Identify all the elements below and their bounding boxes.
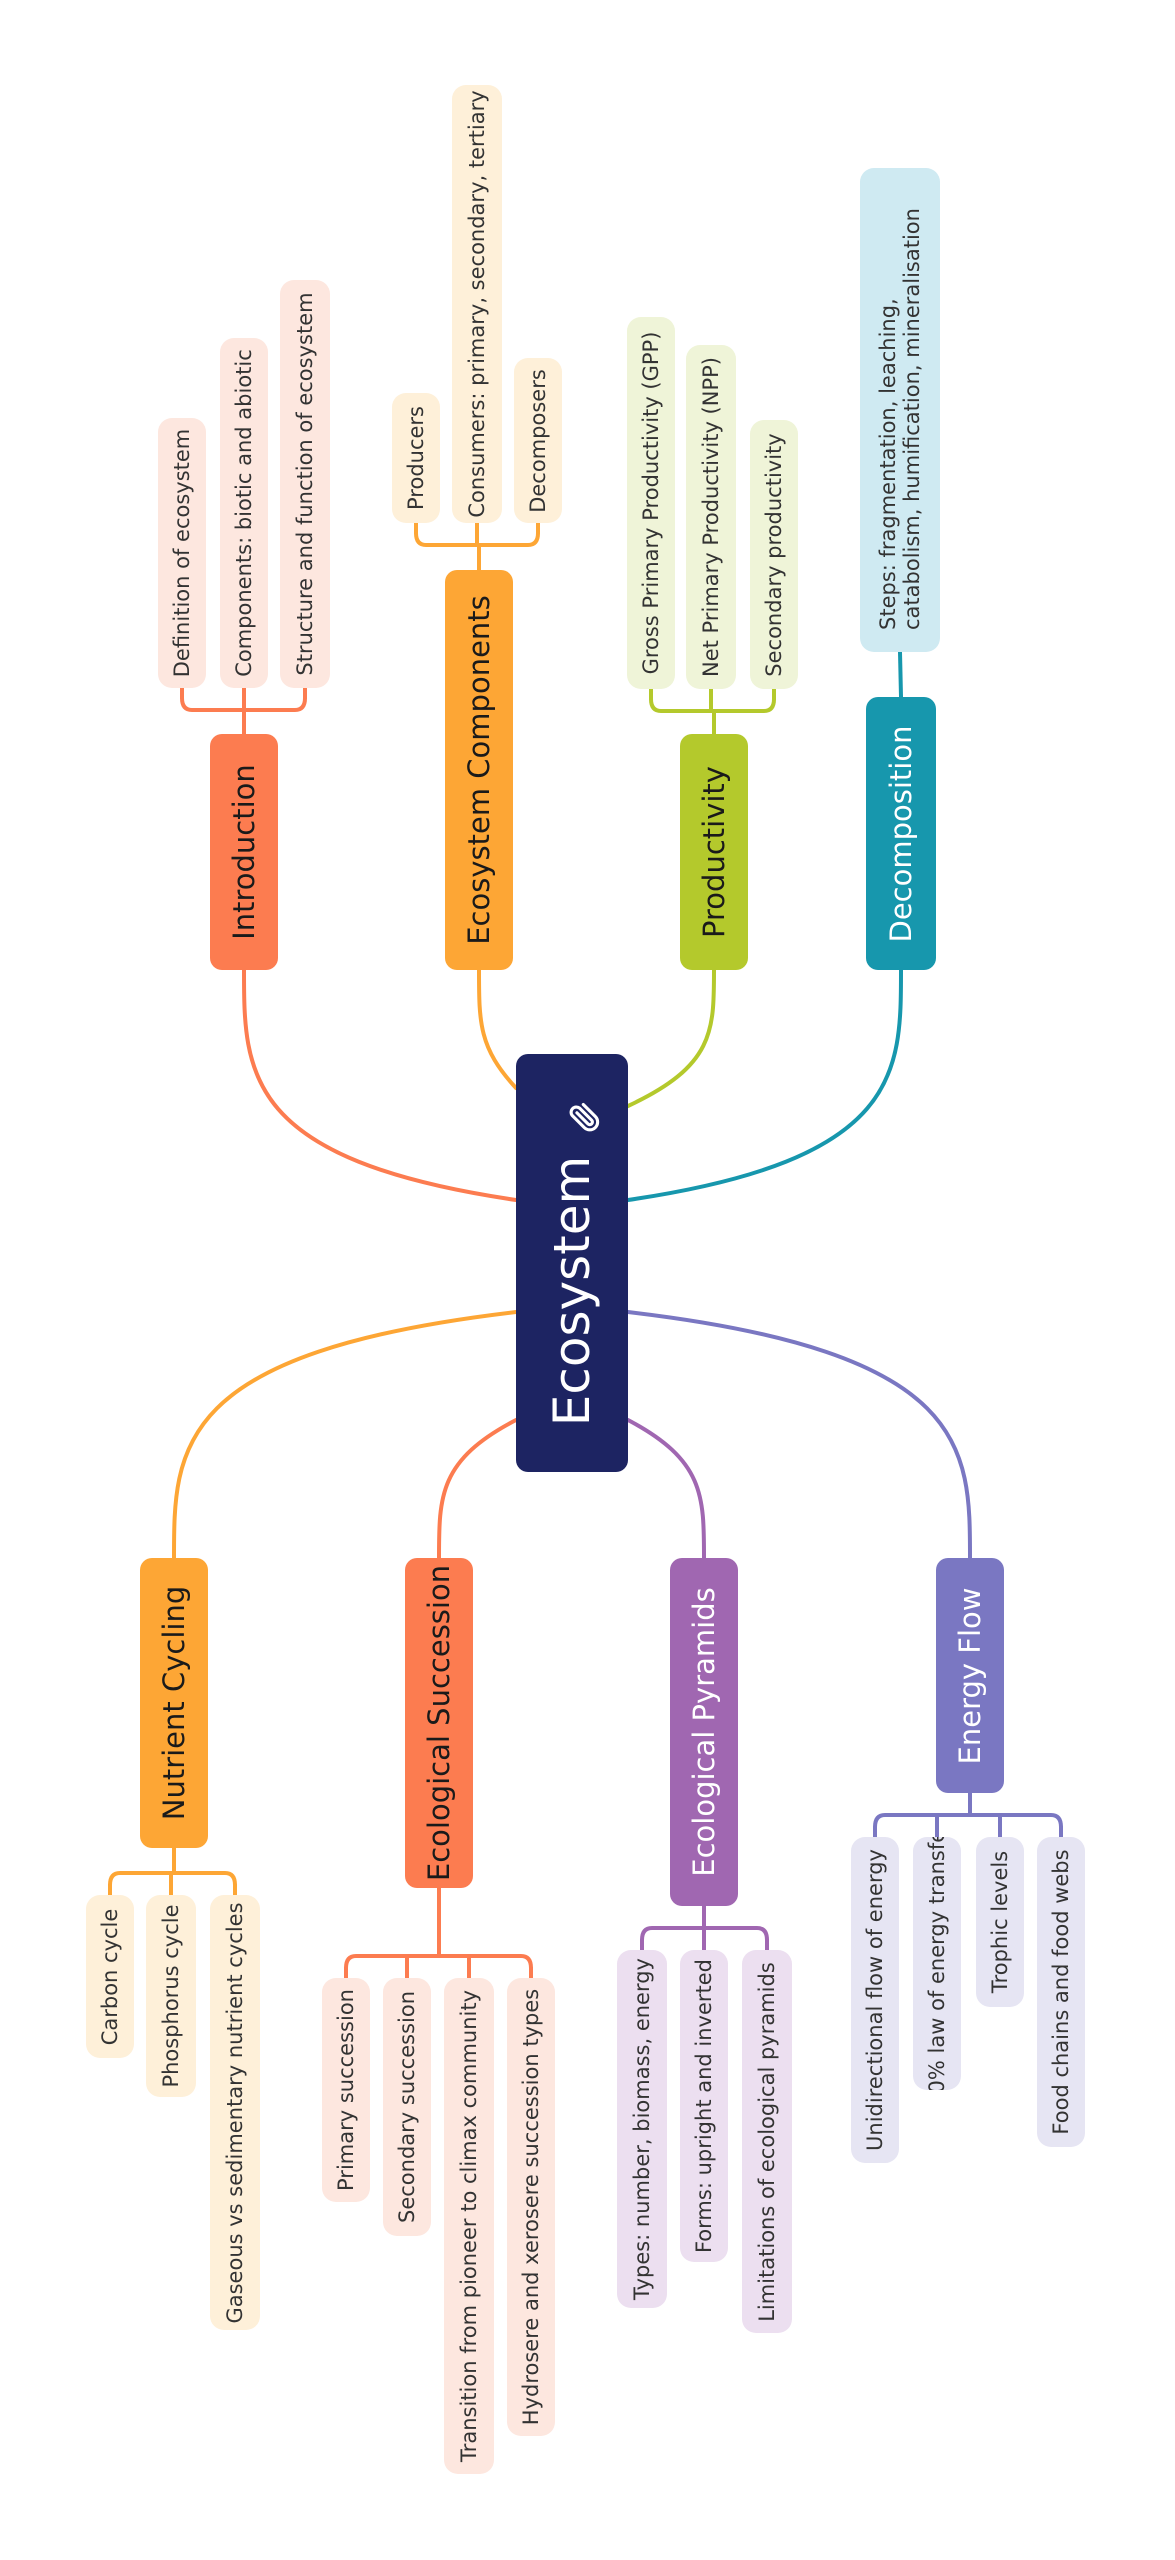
branch-nutrient-cycling[interactable]: Nutrient Cycling	[140, 1558, 208, 1848]
leaf-food-chains-and-food-webs[interactable]: Food chains and food webs	[1037, 1837, 1085, 2147]
leaf-producers-label: Producers	[404, 406, 428, 510]
branch-decomposition-stem	[898, 650, 903, 699]
branch-ecological-pyramids-connector	[626, 1418, 706, 1560]
leaf-gross-primary-productivity-gpp-label: Gross Primary Productivity (GPP)	[639, 331, 663, 675]
branch-ecosystem-components-connector	[477, 968, 518, 1090]
leaf-secondary-succession-label: Secondary succession	[395, 1990, 419, 2224]
leaf-gaseous-vs-sedimentary-nutrient-cycles-label: Gaseous vs sedimentary nutrient cycles	[223, 1901, 247, 2324]
branch-decomposition-label: Decomposition	[884, 725, 918, 942]
leaf-hydrosere-and-xerosere-succession-types[interactable]: Hydrosere and xerosere succession types	[507, 1978, 555, 2436]
branch-energy-flow-connector	[626, 1310, 972, 1560]
leaf-consumers-primary-secondary-tertiary-label: Consumers: primary, secondary, tertiary	[465, 90, 489, 518]
leaf-transition-from-pioneer-to-climax-commun[interactable]: Transition from pioneer to climax commun…	[444, 1978, 494, 2474]
leaf-primary-succession-label: Primary succession	[334, 1989, 358, 2191]
branch-ecosystem-components-label: Ecosystem Components	[462, 595, 496, 945]
leaf-transition-from-pioneer-to-climax-commun-label: Transition from pioneer to climax commun…	[457, 1989, 481, 2463]
leaf-structure-and-function-of-ecosystem-label: Structure and function of ecosystem	[293, 292, 317, 676]
branch-decomposition[interactable]: Decomposition	[866, 697, 936, 970]
leaf-definition-of-ecosystem-label: Definition of ecosystem	[170, 428, 194, 678]
branch-ecological-succession-label: Ecological Succession	[422, 1564, 456, 1882]
leaf-gaseous-vs-sedimentary-nutrient-cycles[interactable]: Gaseous vs sedimentary nutrient cycles	[210, 1895, 260, 2330]
leaf-types-number-biomass-energy-label: Types: number, biomass, energy	[630, 1958, 654, 2300]
leaf-steps-fragmentation-leaching-catabolism-[interactable]: Steps: fragmentation, leaching, cataboli…	[860, 168, 940, 652]
leaf-producers[interactable]: Producers	[392, 393, 440, 523]
leaf-phosphorus-cycle-label: Phosphorus cycle	[159, 1904, 183, 2088]
central-topic[interactable]: Ecosystem	[516, 1054, 628, 1472]
branch-introduction-label: Introduction	[227, 764, 261, 940]
leaf-steps-fragmentation-leaching-catabolism--label: Steps: fragmentation, leaching, cataboli…	[876, 208, 924, 630]
leaf-forms-upright-and-inverted[interactable]: Forms: upright and inverted	[680, 1950, 728, 2262]
leaf-components-biotic-and-abiotic[interactable]: Components: biotic and abiotic	[220, 338, 268, 688]
branch-nutrient-cycling-label: Nutrient Cycling	[157, 1585, 191, 1821]
leaf-forms-upright-and-inverted-label: Forms: upright and inverted	[692, 1958, 716, 2254]
branch-energy-flow[interactable]: Energy Flow	[936, 1558, 1004, 1793]
branch-productivity-connector	[626, 968, 716, 1108]
branch-ecological-succession-bracket	[344, 1954, 533, 1970]
leaf-carbon-cycle[interactable]: Carbon cycle	[86, 1895, 134, 2058]
branch-ecological-succession[interactable]: Ecological Succession	[405, 1558, 473, 1888]
leaf-food-chains-and-food-webs-label: Food chains and food webs	[1049, 1849, 1073, 2135]
leaf-components-biotic-and-abiotic-label: Components: biotic and abiotic	[232, 349, 256, 677]
leaf-secondary-productivity[interactable]: Secondary productivity	[750, 420, 798, 689]
branch-introduction[interactable]: Introduction	[210, 734, 278, 970]
leaf-consumers-primary-secondary-tertiary[interactable]: Consumers: primary, secondary, tertiary	[452, 85, 502, 523]
central-topic-label: Ecosystem	[543, 1155, 601, 1427]
central-topic-content: Ecosystem	[543, 1100, 601, 1426]
leaf-structure-and-function-of-ecosystem[interactable]: Structure and function of ecosystem	[280, 280, 330, 688]
leaf-10-law-of-energy-transfer-label: 10% law of energy transfer	[925, 1837, 949, 2090]
branch-energy-flow-label: Energy Flow	[953, 1587, 987, 1764]
leaf-secondary-productivity-label: Secondary productivity	[762, 432, 786, 677]
leaf-phosphorus-cycle[interactable]: Phosphorus cycle	[146, 1895, 196, 2097]
leaf-trophic-levels-label: Trophic levels	[988, 1850, 1012, 1994]
leaf-definition-of-ecosystem[interactable]: Definition of ecosystem	[158, 418, 206, 688]
branch-productivity[interactable]: Productivity	[680, 734, 748, 970]
leaf-types-number-biomass-energy[interactable]: Types: number, biomass, energy	[617, 1950, 667, 2308]
branch-nutrient-cycling-connector	[172, 1310, 518, 1560]
leaf-carbon-cycle-label: Carbon cycle	[98, 1908, 122, 2045]
leaf-hydrosere-and-xerosere-succession-types-label: Hydrosere and xerosere succession types	[519, 1988, 543, 2426]
leaf-net-primary-productivity-npp[interactable]: Net Primary Productivity (NPP)	[686, 345, 736, 689]
leaf-gross-primary-productivity-gpp[interactable]: Gross Primary Productivity (GPP)	[627, 317, 675, 689]
leaf-net-primary-productivity-npp-label: Net Primary Productivity (NPP)	[699, 357, 723, 677]
leaf-trophic-levels[interactable]: Trophic levels	[976, 1837, 1024, 2007]
leaf-limitations-of-ecological-pyramids-label: Limitations of ecological pyramids	[755, 1961, 779, 2322]
leaf-limitations-of-ecological-pyramids[interactable]: Limitations of ecological pyramids	[742, 1950, 792, 2333]
branch-ecological-pyramids-label: Ecological Pyramids	[687, 1587, 721, 1877]
branch-decomposition-connector	[626, 968, 903, 1202]
branch-productivity-label: Productivity	[697, 766, 731, 938]
leaf-unidirectional-flow-of-energy-label: Unidirectional flow of energy	[863, 1849, 887, 2151]
leaf-primary-succession[interactable]: Primary succession	[322, 1978, 370, 2202]
branch-introduction-connector	[242, 968, 518, 1202]
branch-ecosystem-components[interactable]: Ecosystem Components	[445, 570, 513, 970]
paperclip-icon[interactable]	[555, 1100, 600, 1134]
branch-ecological-pyramids[interactable]: Ecological Pyramids	[670, 1558, 738, 1906]
leaf-10-law-of-energy-transfer[interactable]: 10% law of energy transfer	[913, 1837, 961, 2090]
leaf-decomposers[interactable]: Decomposers	[514, 358, 562, 523]
leaf-secondary-succession[interactable]: Secondary succession	[383, 1978, 431, 2236]
branch-energy-flow-bracket	[873, 1813, 1063, 1829]
leaf-decomposers-label: Decomposers	[526, 368, 550, 513]
branch-ecological-succession-connector	[437, 1418, 518, 1560]
leaf-unidirectional-flow-of-energy[interactable]: Unidirectional flow of energy	[851, 1837, 899, 2163]
